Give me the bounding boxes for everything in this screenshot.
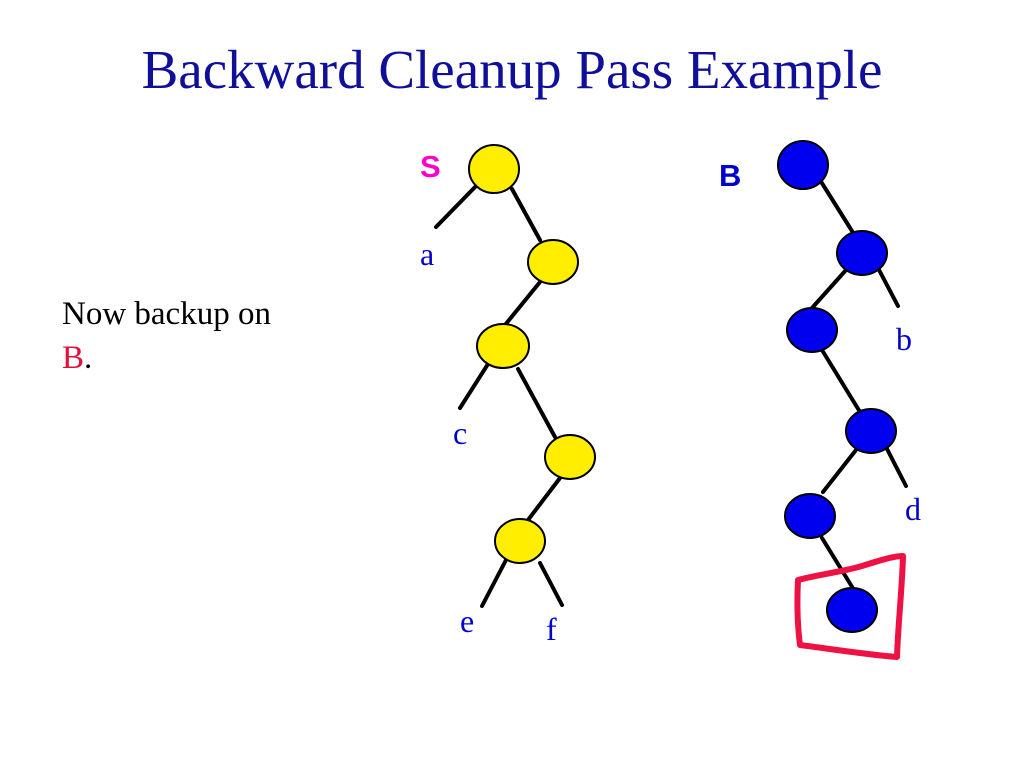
s-edge-3-4	[516, 367, 557, 439]
s-tree-nodes	[468, 144, 596, 564]
s-edge-1-a	[434, 182, 480, 229]
slide-body-text: Now backup on B.	[62, 292, 271, 380]
body-line-2-suffix: .	[84, 340, 93, 376]
slide-title: Backward Cleanup Pass Example	[141, 39, 883, 100]
b-node-1	[777, 140, 829, 190]
b-edge-3-4	[820, 348, 862, 414]
b-node-6	[826, 587, 878, 633]
b-edge-5-6	[820, 536, 856, 592]
b-tree: B b d	[719, 140, 921, 660]
s-edge-4-5	[526, 476, 562, 522]
b-node-4	[845, 408, 897, 454]
body-line-2: B.	[62, 336, 271, 380]
s-edge-2-3	[503, 280, 542, 327]
b-tree-label: B	[719, 158, 741, 193]
s-node-1	[468, 144, 520, 194]
b-edge-2-3	[810, 268, 848, 310]
s-edge-3-c	[458, 362, 490, 410]
b-edge-4-5	[821, 448, 858, 494]
highlight-marker-box	[794, 553, 906, 660]
leaf-label-d: d	[905, 491, 921, 527]
body-highlight-b: B	[62, 340, 85, 376]
b-edge-1-2	[818, 178, 854, 233]
s-edge-1-2	[510, 187, 542, 242]
s-node-4	[544, 434, 596, 480]
b-tree-nodes	[777, 140, 897, 633]
leaf-label-c: c	[453, 415, 467, 451]
leaf-label-e: e	[460, 603, 474, 639]
s-node-3	[476, 323, 530, 369]
b-node-3	[786, 307, 838, 353]
s-node-5	[494, 518, 546, 564]
b-node-5	[784, 493, 836, 539]
body-line-1: Now backup on	[62, 296, 271, 332]
leaf-label-f: f	[546, 611, 557, 647]
s-edge-5-f	[538, 561, 564, 607]
leaf-label-a: a	[420, 236, 434, 272]
s-tree: S a c e f	[420, 144, 596, 647]
leaf-label-b: b	[896, 321, 912, 357]
s-node-2	[527, 239, 579, 285]
s-tree-edges	[434, 182, 564, 608]
b-edge-2-b	[876, 266, 900, 308]
b-node-2	[836, 230, 888, 276]
s-tree-label: S	[420, 149, 441, 184]
b-edge-4-d	[884, 445, 908, 488]
b-tree-edges	[810, 178, 908, 592]
s-edge-5-e	[480, 558, 508, 608]
